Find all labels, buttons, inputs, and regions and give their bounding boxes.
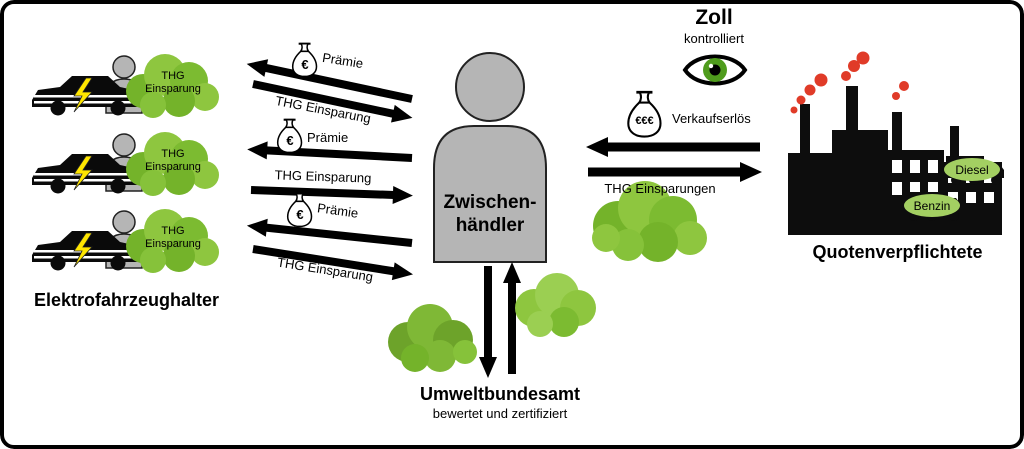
diesel-badge: Diesel (944, 158, 1000, 181)
thg-cloud-icon (126, 132, 219, 196)
arrow-proceeds (586, 137, 760, 157)
euro-symbol: € (301, 57, 309, 72)
intermediary-label: Zwischen- händler (433, 192, 547, 238)
proceeds-label: Verkaufserlös (672, 111, 751, 126)
thg-cloud-icon (126, 54, 219, 118)
car-icon (32, 231, 140, 271)
thg-cloud-label: THG Einsparung (130, 148, 216, 174)
money-bag-icon (291, 42, 318, 78)
thg-cloud-cluster-right (592, 181, 707, 262)
thg-cloud-label: THG Einsparung (130, 70, 216, 96)
thg-cloud-icon (126, 209, 219, 273)
customs-subtitle: kontrolliert (684, 31, 744, 46)
arrow-premium-row3 (246, 218, 413, 247)
arrow-thg-row1 (252, 80, 413, 123)
money-bag-icon (276, 118, 303, 154)
thg-cloud-line1: THG (161, 148, 185, 160)
intermediary-line1: Zwischen- (443, 192, 537, 213)
thg-cloud-line2: Einsparung (145, 83, 201, 96)
factory-icon (788, 51, 1002, 235)
thg-cloud-line1: THG (161, 225, 185, 237)
intermediary-person-icon (433, 52, 547, 263)
car-icon (32, 76, 140, 116)
thg-cloud-label: THG Einsparung (130, 225, 216, 251)
authority-subtitle: bewertet und zertifiziert (432, 406, 568, 421)
arrow-up-certify (503, 262, 521, 374)
thg-savings-label: THG Einsparungen (604, 181, 716, 196)
thg-cloud-cluster-bottom-right (515, 273, 596, 337)
authority-title: Umweltbundesamt (419, 384, 581, 404)
intermediary-line2: händler (455, 214, 525, 236)
benzin-badge: Benzin (904, 194, 960, 217)
smoke-dots (790, 51, 909, 114)
car-icon (32, 154, 140, 194)
euros-symbol: €€€ (635, 115, 654, 127)
arrow-premium-row1 (246, 59, 413, 103)
thg-cloud-line2: Einsparung (145, 238, 201, 251)
euro-symbol: € (296, 207, 304, 222)
thg-cloud-cluster-bottom-left (388, 304, 477, 372)
arrow-thg-row3 (252, 245, 414, 281)
quota-obligated-label: Quotenverpflichtete (812, 242, 983, 262)
arrow-thg-right (588, 162, 762, 182)
customs-title: Zoll (695, 6, 733, 29)
thg-cloud-line1: THG (161, 70, 185, 82)
arrow-down-certify (479, 266, 497, 378)
premium-label: Prämie (307, 130, 349, 145)
eye-icon (682, 54, 748, 86)
money-bag-icon (627, 90, 662, 138)
lightning-bolt-icon (73, 155, 93, 191)
money-bag-icon (286, 192, 313, 228)
thg-cloud-line2: Einsparung (145, 161, 201, 174)
ev-holders-label: Elektrofahrzeughalter (33, 290, 220, 310)
euro-symbol: € (286, 133, 294, 148)
arrow-thg-row2 (250, 185, 413, 204)
lightning-bolt-icon (73, 232, 93, 268)
lightning-bolt-icon (73, 77, 93, 113)
